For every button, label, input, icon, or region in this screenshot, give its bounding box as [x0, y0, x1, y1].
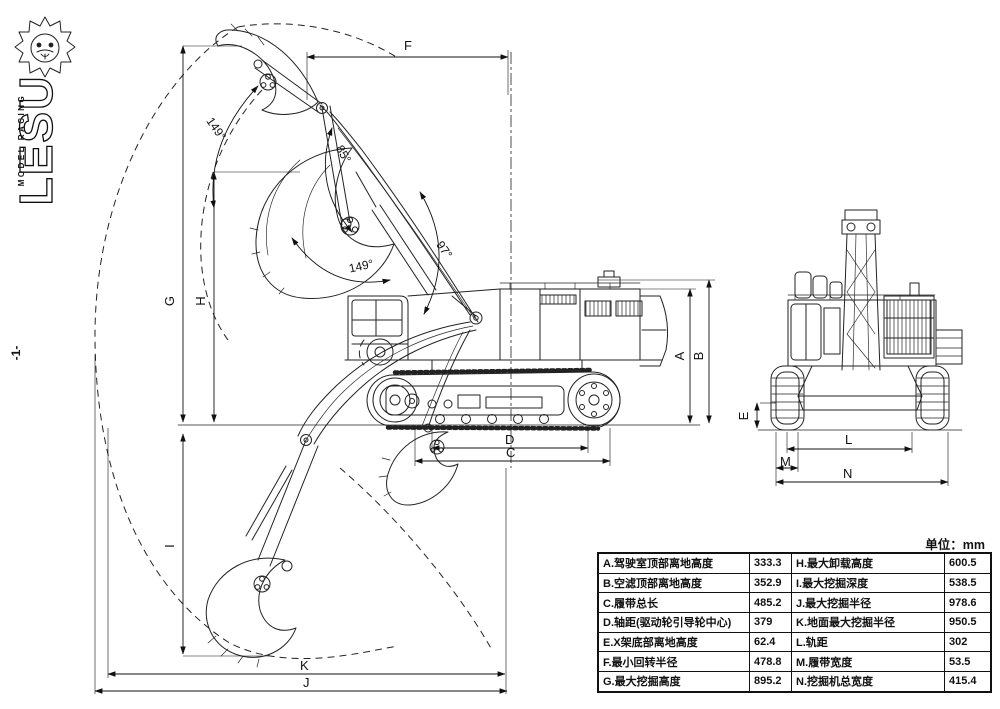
spec-value: 379: [749, 612, 792, 633]
dimension-lines: [94, 45, 949, 694]
excavator-rear-view: [757, 209, 963, 431]
spec-label: C.履带总长: [597, 592, 750, 614]
table-row: B.空滤顶部离地高度 352.9 I.最大挖掘深度 538.5: [597, 572, 992, 594]
dim-label-f: F: [404, 38, 412, 53]
spec-label: L.轨距: [791, 631, 945, 653]
dim-label-j: J: [303, 675, 310, 690]
page-number-marker: -1-: [9, 345, 23, 361]
boom-positions: [205, 23, 479, 668]
spec-value: 478.8: [749, 651, 792, 673]
spec-label: F.最小回转半径: [597, 651, 750, 673]
spec-value: 352.9: [749, 572, 792, 594]
angle-149-upper: 149°: [203, 115, 229, 144]
units-label: 单位：mm: [925, 538, 985, 552]
spec-value: 895.2: [749, 671, 792, 693]
spec-value: 53.5: [944, 651, 992, 673]
working-envelope-arcs: [94, 23, 512, 660]
spec-label: E.X架底部离地高度: [597, 631, 750, 653]
dim-label-k: K: [300, 658, 309, 673]
spec-label: K.地面最大挖掘半径: [791, 612, 945, 633]
dim-label-n: N: [843, 466, 852, 481]
dim-label-g: G: [162, 296, 177, 306]
spec-value: 62.4: [749, 631, 792, 653]
brand-wordmark: LESU: [10, 75, 62, 206]
specification-table: A.驾驶室顶部离地高度 333.3 H.最大卸载高度 600.5 B.空滤顶部离…: [597, 552, 992, 693]
spec-value: 302: [944, 631, 992, 653]
table-row: C.履带总长 485.2 J.最大挖掘半径 978.6: [597, 592, 992, 614]
spec-label: I.最大挖掘深度: [791, 572, 945, 594]
spec-value: 978.6: [944, 592, 992, 614]
dim-label-e: E: [736, 411, 751, 420]
spec-value: 333.3: [749, 552, 792, 574]
dim-label-b: B: [691, 352, 706, 361]
spec-value: 538.5: [944, 572, 992, 594]
dim-label-c: C: [506, 445, 515, 460]
spec-value: 485.2: [749, 592, 792, 614]
spec-label: B.空滤顶部离地高度: [597, 572, 750, 594]
spec-label: A.驾驶室顶部离地高度: [597, 552, 750, 574]
angle-labels: 149° 85° 149° 97°: [203, 115, 455, 276]
spec-label: J.最大挖掘半径: [791, 592, 945, 614]
spec-value: 950.5: [944, 612, 992, 633]
dim-label-i: I: [162, 544, 177, 548]
spec-value: 600.5: [944, 552, 992, 574]
brand-tagline: MODEL RACING: [17, 94, 26, 187]
spec-label: G.最大挖掘高度: [597, 671, 750, 693]
dimension-labels: F G H A B D C I K J E L M N: [162, 38, 852, 690]
lion-emblem: [14, 16, 76, 78]
angle-149-lower: 149°: [348, 257, 375, 276]
spec-label: H.最大卸载高度: [791, 552, 945, 574]
table-row: A.驾驶室顶部离地高度 333.3 H.最大卸载高度 600.5: [597, 552, 992, 574]
table-row: D.轴距(驱动轮引导轮中心) 379 K.地面最大挖掘半径 950.5: [597, 612, 992, 633]
angle-85: 85°: [333, 143, 354, 166]
table-row: G.最大挖掘高度 895.2 N.挖掘机总宽度 415.4: [597, 671, 992, 693]
dim-label-a: A: [672, 351, 687, 360]
table-row: F.最小回转半径 478.8 M.履带宽度 53.5: [597, 651, 992, 673]
excavator-side-view: [344, 270, 668, 431]
lesu-logo: LESU MODEL RACING: [9, 16, 76, 206]
spec-label: D.轴距(驱动轮引导轮中心): [597, 612, 750, 633]
dim-label-m: M: [780, 454, 791, 469]
table-row: E.X架底部离地高度 62.4 L.轨距 302: [597, 631, 992, 653]
spec-label: N.挖掘机总宽度: [791, 671, 945, 693]
spec-label: M.履带宽度: [791, 651, 945, 673]
dim-label-l: L: [845, 432, 852, 447]
spec-value: 415.4: [944, 671, 992, 693]
dim-label-d: D: [505, 432, 514, 447]
dim-label-h: H: [193, 296, 208, 305]
